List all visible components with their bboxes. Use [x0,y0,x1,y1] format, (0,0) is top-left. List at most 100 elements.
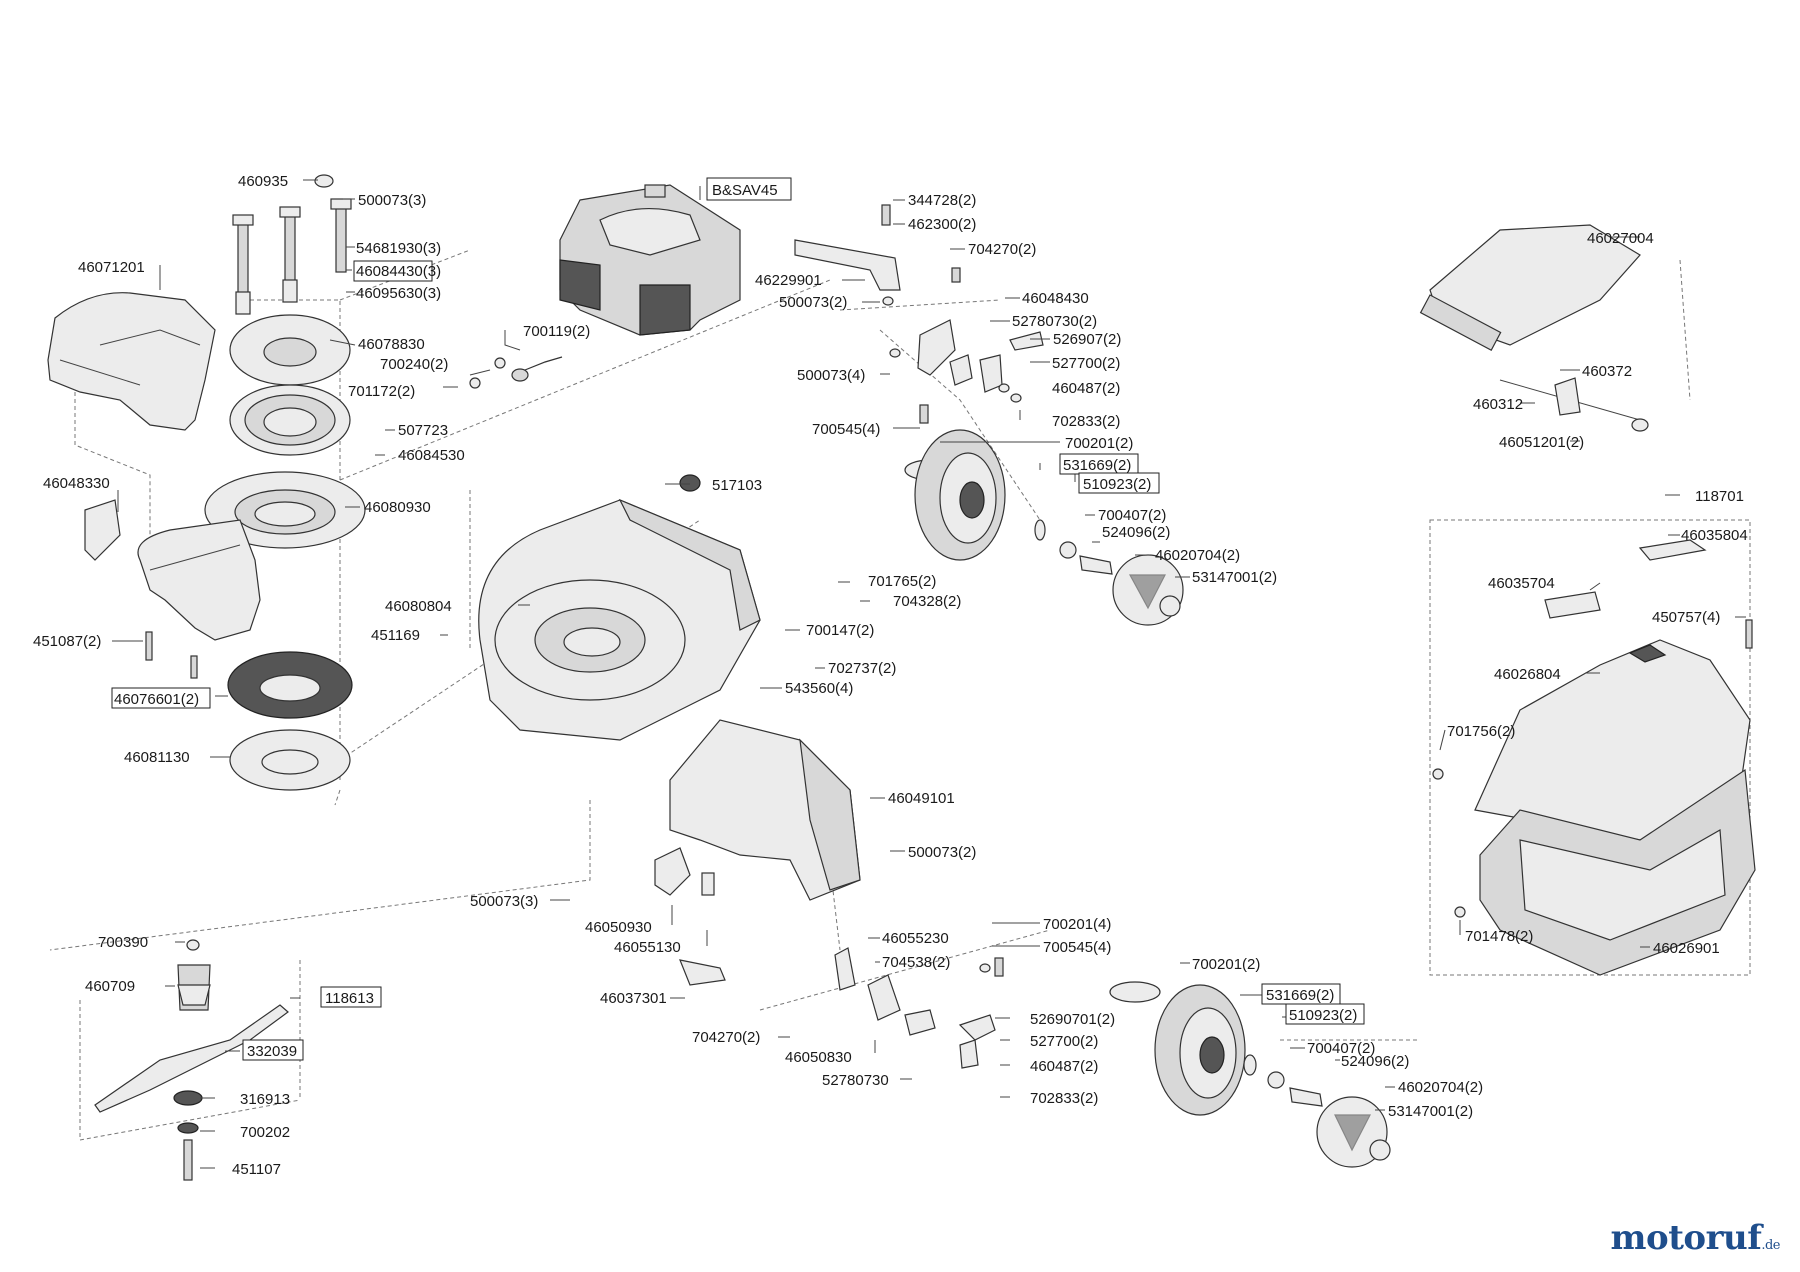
label-460372: 460372 [1582,363,1632,380]
label-118701: 118701 [1695,488,1744,505]
label-500073-2-mid: 500073(2) [908,844,976,861]
label-118613: 118613 [325,990,374,1007]
label-526907: 526907(2) [1053,331,1121,348]
deflector-46080930 [204,471,366,549]
label-450757: 450757(4) [1652,609,1720,626]
label-702737: 702737(2) [828,660,896,677]
label-46050830: 46050830 [785,1049,852,1066]
label-701478: 701478(2) [1465,928,1533,945]
label-700545-4: 700545(4) [1043,939,1111,956]
label-46048330: 46048330 [43,475,110,492]
leader-lines [112,179,1746,1169]
label-701765: 701765(2) [868,573,936,590]
label-52690701: 52690701(2) [1030,1011,1115,1028]
label-500073-4: 500073(4) [797,367,865,384]
label-701172: 701172(2) [348,383,415,400]
label-344728: 344728(2) [908,192,976,209]
label-700201-low: 700201(2) [1192,956,1260,973]
label-46084430: 46084430(3) [356,263,441,280]
spark-cable [469,356,563,389]
label-510923-top: 510923(2) [1083,476,1151,493]
label-702833-low: 702833(2) [1030,1090,1098,1107]
fan-46095630 [229,384,351,456]
label-700202: 700202 [240,1124,290,1141]
label-46080930: 46080930 [364,499,431,516]
label-46020704-top: 46020704(2) [1155,547,1240,564]
label-46027004: 46027004 [1587,230,1654,247]
deck-46080804 [478,474,761,741]
label-451169: 451169 [371,627,420,644]
label-700545-top: 700545(4) [812,421,880,438]
stud-bolts [232,174,352,315]
label-46095630: 46095630(3) [356,285,441,302]
chute-46049101 [669,719,861,901]
label-46081130: 46081130 [124,749,190,766]
label-702833-top: 702833(2) [1052,413,1120,430]
label-531669-top: 531669(2) [1063,457,1131,474]
label-46037301: 46037301 [600,990,667,1007]
label-52780730: 52780730 [822,1072,889,1089]
label-46078830: 46078830 [358,336,425,353]
grass-bag [1432,539,1756,976]
label-704328: 704328(2) [893,593,961,610]
label-704538: 704538(2) [882,954,950,971]
label-527700-top: 527700(2) [1052,355,1120,372]
label-46084530: 46084530 [398,447,465,464]
label-500073-3: 500073(3) [358,192,426,209]
label-332039: 332039 [247,1043,297,1060]
label-46051201: 46051201(2) [1499,434,1584,451]
label-531669-low: 531669(2) [1266,987,1334,1004]
label-53147001-low: 53147001(2) [1388,1103,1473,1120]
label-54681930: 54681930(3) [356,240,441,257]
rear-flap-46027004 [1419,224,1649,432]
label-460487-low: 460487(2) [1030,1058,1098,1075]
label-46020704-low: 46020704(2) [1398,1079,1483,1096]
blade-assembly [94,939,289,1181]
label-bsav45: B&SAV45 [712,182,778,199]
label-500073-3-mid: 500073(3) [470,893,538,910]
label-527700-low: 527700(2) [1030,1033,1098,1050]
bracket-46048330 [84,499,121,561]
logo-tld: .de [1761,1238,1780,1253]
label-700201-4: 700201(4) [1043,916,1111,933]
label-500073-2-top: 500073(2) [779,294,847,311]
label-46055230: 46055230 [882,930,949,947]
wheel-upper [904,429,1184,626]
label-451087: 451087(2) [33,633,101,650]
label-46076601: 46076601(2) [114,691,199,708]
label-524096-top: 524096(2) [1102,524,1170,541]
bolt-451087 [145,631,198,679]
fan-46076601 [227,651,353,719]
label-53147001-top: 53147001(2) [1192,569,1277,586]
part-number-labels: 460935 500073(3) 54681930(3) 46084430(3)… [33,173,1748,1178]
label-700119: 700119(2) [523,323,590,340]
label-451107: 451107 [232,1161,281,1178]
label-460709: 460709 [85,978,135,995]
label-700407-top: 700407(2) [1098,507,1166,524]
label-701756: 701756(2) [1447,723,1515,740]
label-46055130: 46055130 [614,939,681,956]
label-460487-top: 460487(2) [1052,380,1120,397]
label-46026901: 46026901 [1653,940,1720,957]
disc-46081130 [229,729,351,791]
engine-bsav45 [559,184,741,336]
label-543560: 543560(4) [785,680,853,697]
label-700201-top: 700201(2) [1065,435,1133,452]
label-46080804: 46080804 [385,598,452,615]
label-460312: 460312 [1473,396,1523,413]
disc-46078830 [229,314,351,386]
label-46050930: 46050930 [585,919,652,936]
label-46026804: 46026804 [1494,666,1561,683]
label-46071201: 46071201 [78,259,145,276]
label-507723: 507723 [398,422,448,439]
label-524096-low: 524096(2) [1341,1053,1409,1070]
label-704270-top: 704270(2) [968,241,1036,258]
label-510923-low: 510923(2) [1289,1007,1357,1024]
motoruf-logo[interactable]: motoruf.de [1610,1218,1781,1258]
hinge-parts [654,847,996,1069]
label-460935: 460935 [238,173,288,190]
label-46049101: 46049101 [888,790,955,807]
label-700147: 700147(2) [806,622,874,639]
logo-text: motoruf [1610,1218,1762,1258]
